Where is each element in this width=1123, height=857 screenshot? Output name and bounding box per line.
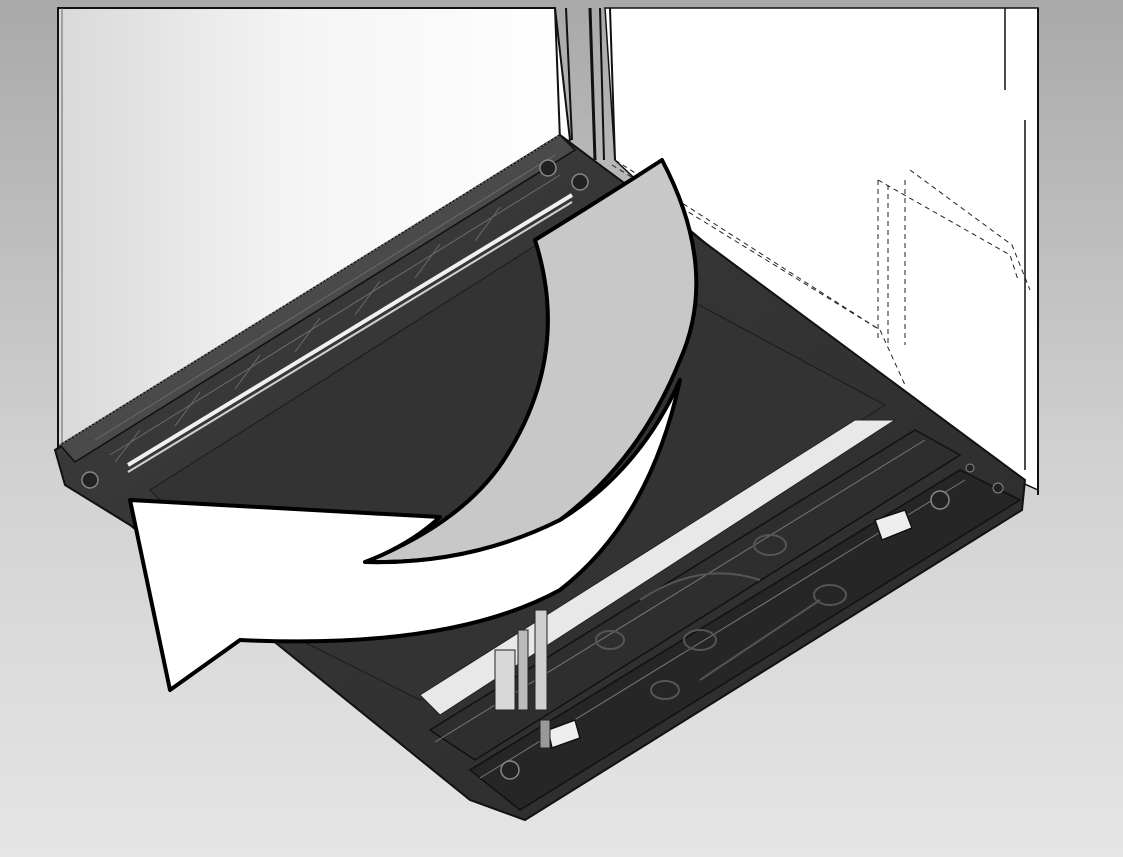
cabinet-body <box>57 7 1039 495</box>
support-legs <box>494 609 551 749</box>
curved-rotate-arrow-icon <box>128 158 699 692</box>
adjustable-foot-icon <box>81 159 1004 780</box>
slot-cutout <box>874 509 913 541</box>
grid-section <box>94 154 561 463</box>
slot-cutout <box>547 719 581 749</box>
embossed-pattern <box>595 534 847 700</box>
